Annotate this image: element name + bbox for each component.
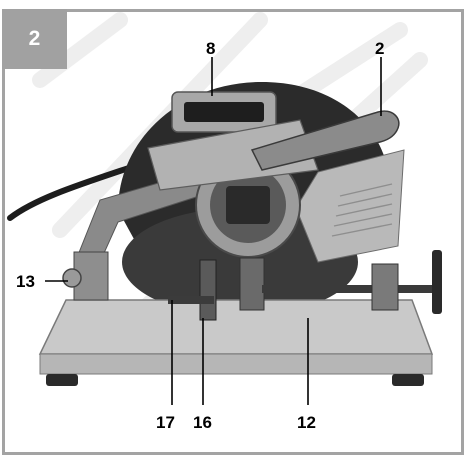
upper-housing <box>147 119 319 191</box>
guard-ribs <box>331 183 393 237</box>
callout-17: 17 <box>156 413 175 432</box>
lower-guard <box>295 149 405 263</box>
callout-2: 2 <box>375 39 384 58</box>
callout-13: 13 <box>16 272 35 291</box>
vise-jaw-plate <box>199 259 217 321</box>
operating-handle <box>250 110 400 171</box>
clamp-handle <box>432 250 442 314</box>
figure-number-badge: 2 <box>2 9 67 69</box>
pivot-lock-knob <box>62 268 82 288</box>
callout-8: 8 <box>206 39 215 58</box>
clamp-fence <box>239 257 265 311</box>
motor-vent-grille <box>226 186 270 224</box>
clamp-jaw <box>371 263 399 311</box>
base-front <box>39 353 433 375</box>
adjustment-lever <box>168 296 214 304</box>
carry-handle-opening <box>184 102 264 122</box>
callout-16: 16 <box>193 413 212 432</box>
callout-12: 12 <box>297 413 316 432</box>
clamp-screw-bar <box>262 285 432 293</box>
figure-frame <box>2 9 464 455</box>
base-foot-left <box>46 374 78 386</box>
base-foot-right <box>392 374 424 386</box>
